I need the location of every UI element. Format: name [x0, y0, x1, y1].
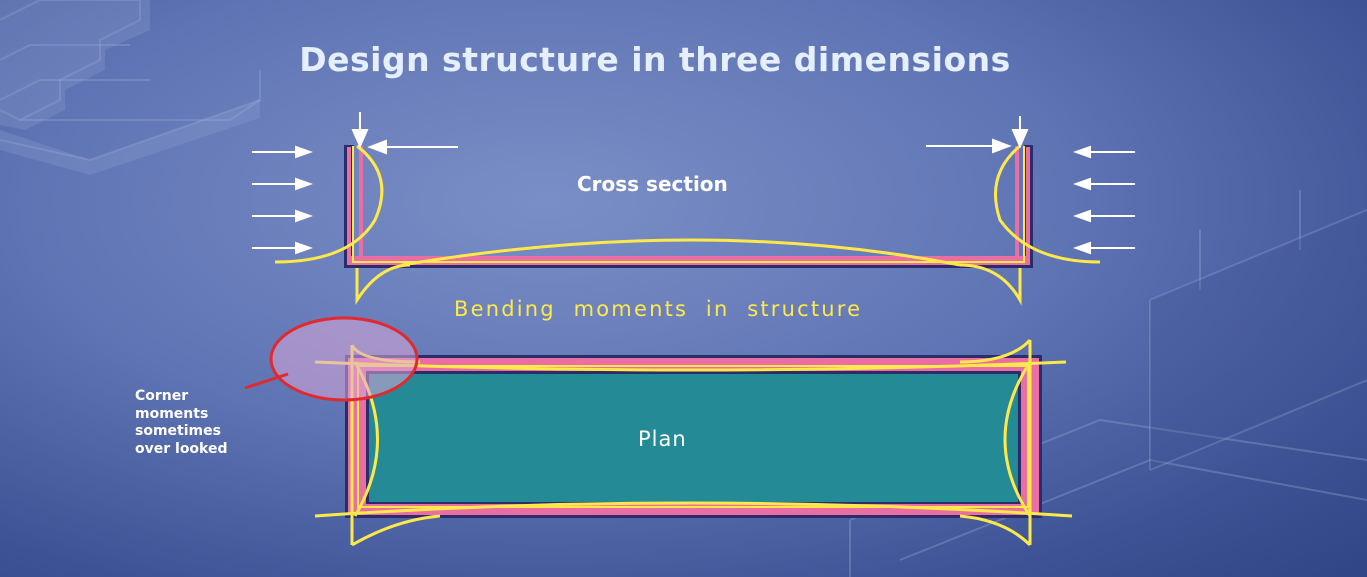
- top-load-arrows: [351, 112, 1029, 155]
- arrow-left-icon: [367, 139, 458, 155]
- load-arrows-left: [252, 145, 313, 255]
- corner-note-line: over looked: [135, 440, 228, 457]
- arrow-right-icon: [252, 145, 313, 159]
- cross-section-label: Cross section: [577, 172, 728, 196]
- arrow-right-icon: [252, 209, 313, 223]
- slide-title: Design structure in three dimensions: [299, 40, 1011, 79]
- arrow-left-icon: [1073, 209, 1135, 223]
- arrow-left-icon: [1073, 177, 1135, 191]
- plan-wall: [345, 355, 1042, 518]
- load-arrows-right: [1073, 145, 1135, 255]
- arrow-right-icon: [252, 177, 313, 191]
- corner-highlight: [244, 316, 419, 402]
- plan-area: [369, 374, 1018, 502]
- bending-moments-label: Bending moments in structure: [454, 297, 863, 321]
- arrow-down-icon: [1011, 116, 1029, 149]
- arrow-down-icon: [351, 112, 369, 149]
- cross-section-moment-curves: [274, 144, 1101, 306]
- arrow-right-icon: [252, 241, 313, 255]
- callout-line: [244, 372, 289, 390]
- corner-note: Corner moments sometimes over looked: [135, 388, 228, 458]
- arrow-left-icon: [1073, 145, 1135, 159]
- background-shading: [0, 0, 1367, 470]
- cross-section-wall: [344, 145, 1033, 268]
- corner-note-line: sometimes: [135, 423, 221, 439]
- plan-label: Plan: [638, 427, 687, 451]
- arrow-left-icon: [1073, 241, 1135, 255]
- corner-note-line: Corner: [135, 388, 189, 404]
- arrow-right-icon: [926, 138, 1012, 154]
- corner-note-line: moments: [135, 405, 209, 422]
